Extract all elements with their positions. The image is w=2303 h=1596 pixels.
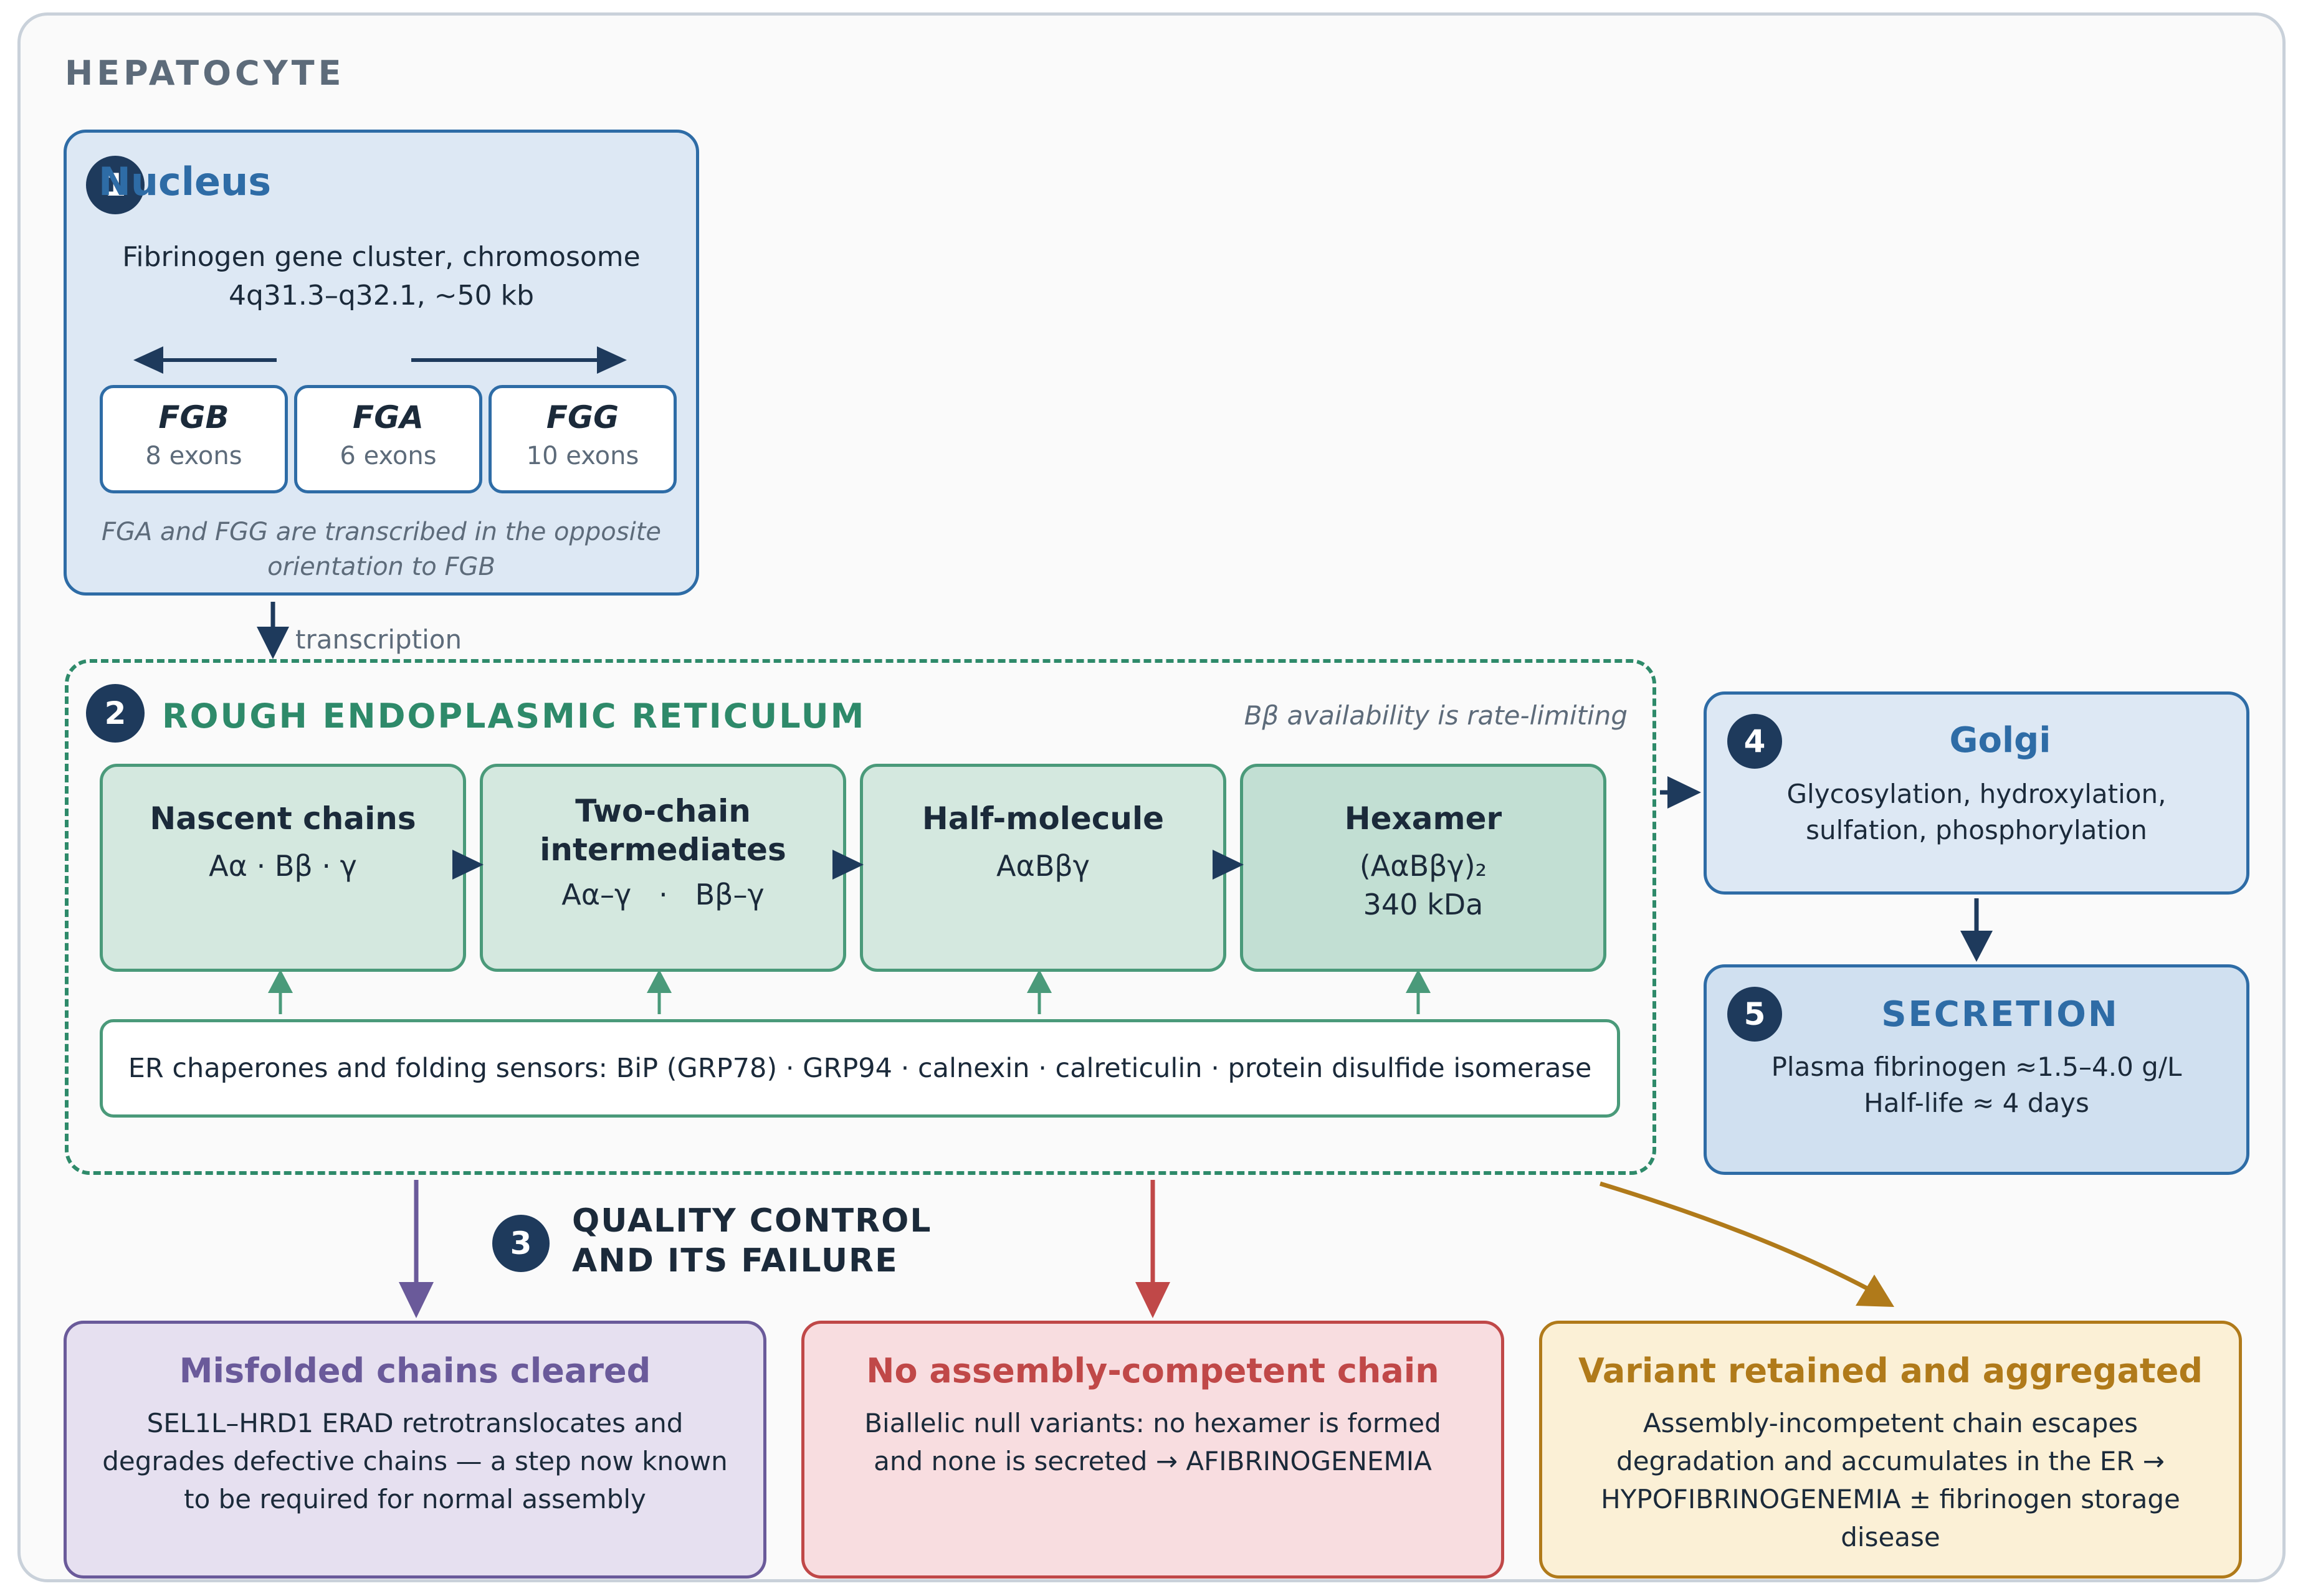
outcome-hypofibrinogenemia: Variant retained and aggregated Assembly… xyxy=(1539,1321,2242,1579)
fgb-orientation-arrow xyxy=(133,346,277,374)
arrow-to-retained xyxy=(1599,1181,1894,1307)
stage-title: Two-chain intermediates xyxy=(540,793,786,868)
stage-two-chain-intermediates: Two-chain intermediates Aα–γ · Bβ–γ xyxy=(480,764,846,972)
outcome-title: Variant retained and aggregated xyxy=(1578,1351,2203,1390)
step-badge-5: 5 xyxy=(1727,987,1782,1042)
nucleus-box xyxy=(64,130,699,596)
gene-name: FGG xyxy=(546,399,619,435)
nucleus-description: Fibrinogen gene cluster, chromosome 4q31… xyxy=(122,241,641,311)
outcome-cleared: Misfolded chains cleared SEL1L–HRD1 ERAD… xyxy=(64,1321,766,1579)
transcription-label: transcription xyxy=(295,624,462,655)
er-compartment xyxy=(65,659,1656,1175)
stage-value: Aα · Bβ · γ xyxy=(209,849,357,883)
stage-value: Aα–γ · Bβ–γ xyxy=(561,878,765,911)
step-badge-1: 1 xyxy=(86,156,145,214)
chaperone-arrow-3 xyxy=(1027,969,1052,1014)
er-to-golgi-arrow xyxy=(1660,776,1701,809)
stage-arrow-1 xyxy=(452,850,484,880)
orientation-note: FGA and FGG are transcribed in the oppos… xyxy=(101,518,662,581)
arrow-to-cleared xyxy=(399,1180,434,1318)
golgi-to-secretion-arrow xyxy=(1960,898,1993,962)
stage-hexamer: Hexamer (AαBβγ)₂ 340 kDa xyxy=(1240,764,1606,972)
gene-exons: 8 exons xyxy=(145,442,242,470)
stage-arrow-3 xyxy=(1213,850,1244,880)
outcome-title: No assembly-competent chain xyxy=(866,1351,1439,1390)
stage-title: Nascent chains xyxy=(150,800,416,837)
fga-fgg-orientation-arrow xyxy=(411,346,627,374)
chaperone-arrow-2 xyxy=(647,969,672,1014)
gene-name: FGB xyxy=(158,399,229,435)
cell-label: HEPATOCYTE xyxy=(65,54,345,93)
step-badge-4: 4 xyxy=(1727,714,1782,769)
step-badge-2: 2 xyxy=(86,684,145,743)
qc-title-line-1: QUALITY CONTROL xyxy=(572,1202,932,1240)
gene-name: FGA xyxy=(353,399,424,435)
stage-value: AαBβγ xyxy=(996,849,1090,883)
outcome-body: Biallelic null variants: no hexamer is f… xyxy=(864,1408,1441,1476)
gene-box-fgb: FGB 8 exons xyxy=(100,385,288,493)
golgi-body: Glycosylation, hydroxylation, sulfation,… xyxy=(1786,779,2167,845)
arrow-to-afibrinogenemia xyxy=(1135,1180,1170,1318)
chaperone-arrow-4 xyxy=(1406,969,1431,1014)
gene-exons: 6 exons xyxy=(340,442,437,470)
transcription-arrow xyxy=(257,602,289,659)
er-title: ROUGH ENDOPLASMIC RETICULUM xyxy=(162,696,866,736)
stage-half-molecule: Half-molecule AαBβγ xyxy=(860,764,1226,972)
gene-exons: 10 exons xyxy=(526,442,639,470)
gene-box-fgg: FGG 10 exons xyxy=(489,385,677,493)
outcome-body: SEL1L–HRD1 ERAD retrotranslocates and de… xyxy=(102,1408,728,1514)
secretion-line-2: Half-life ≈ 4 days xyxy=(1864,1088,2089,1118)
secretion-title: SECRETION xyxy=(1881,994,2119,1035)
step-badge-3: 3 xyxy=(492,1215,550,1272)
stage-title: Half-molecule xyxy=(922,800,1165,837)
golgi-box xyxy=(1704,691,2249,895)
gene-box-fga: FGA 6 exons xyxy=(294,385,482,493)
outcome-afibrinogenemia: No assembly-competent chain Biallelic nu… xyxy=(801,1321,1504,1579)
stage-arrow-2 xyxy=(832,850,864,880)
rate-limiting-note: Bβ availability is rate-limiting xyxy=(1244,700,1628,731)
outcome-body: Assembly-incompetent chain escapes degra… xyxy=(1601,1408,2180,1552)
qc-title-line-2: AND ITS FAILURE xyxy=(572,1242,899,1280)
golgi-title: Golgi xyxy=(1949,720,2051,761)
stage-title: Hexamer xyxy=(1344,800,1502,837)
nucleus-title: Nucleus xyxy=(98,159,272,204)
stage-mass: 340 kDa xyxy=(1363,888,1484,921)
outcome-title: Misfolded chains cleared xyxy=(179,1351,651,1390)
secretion-box xyxy=(1704,964,2249,1175)
chaperones-box: ER chaperones and folding sensors: BiP (… xyxy=(100,1019,1620,1118)
stage-value: (AαBβγ)₂ xyxy=(1359,849,1487,883)
quality-control-title: QUALITY CONTROL AND ITS FAILURE xyxy=(572,1201,932,1281)
chaperone-arrow-1 xyxy=(268,969,293,1014)
secretion-line-1: Plasma fibrinogen ≈1.5–4.0 g/L xyxy=(1771,1052,2182,1082)
